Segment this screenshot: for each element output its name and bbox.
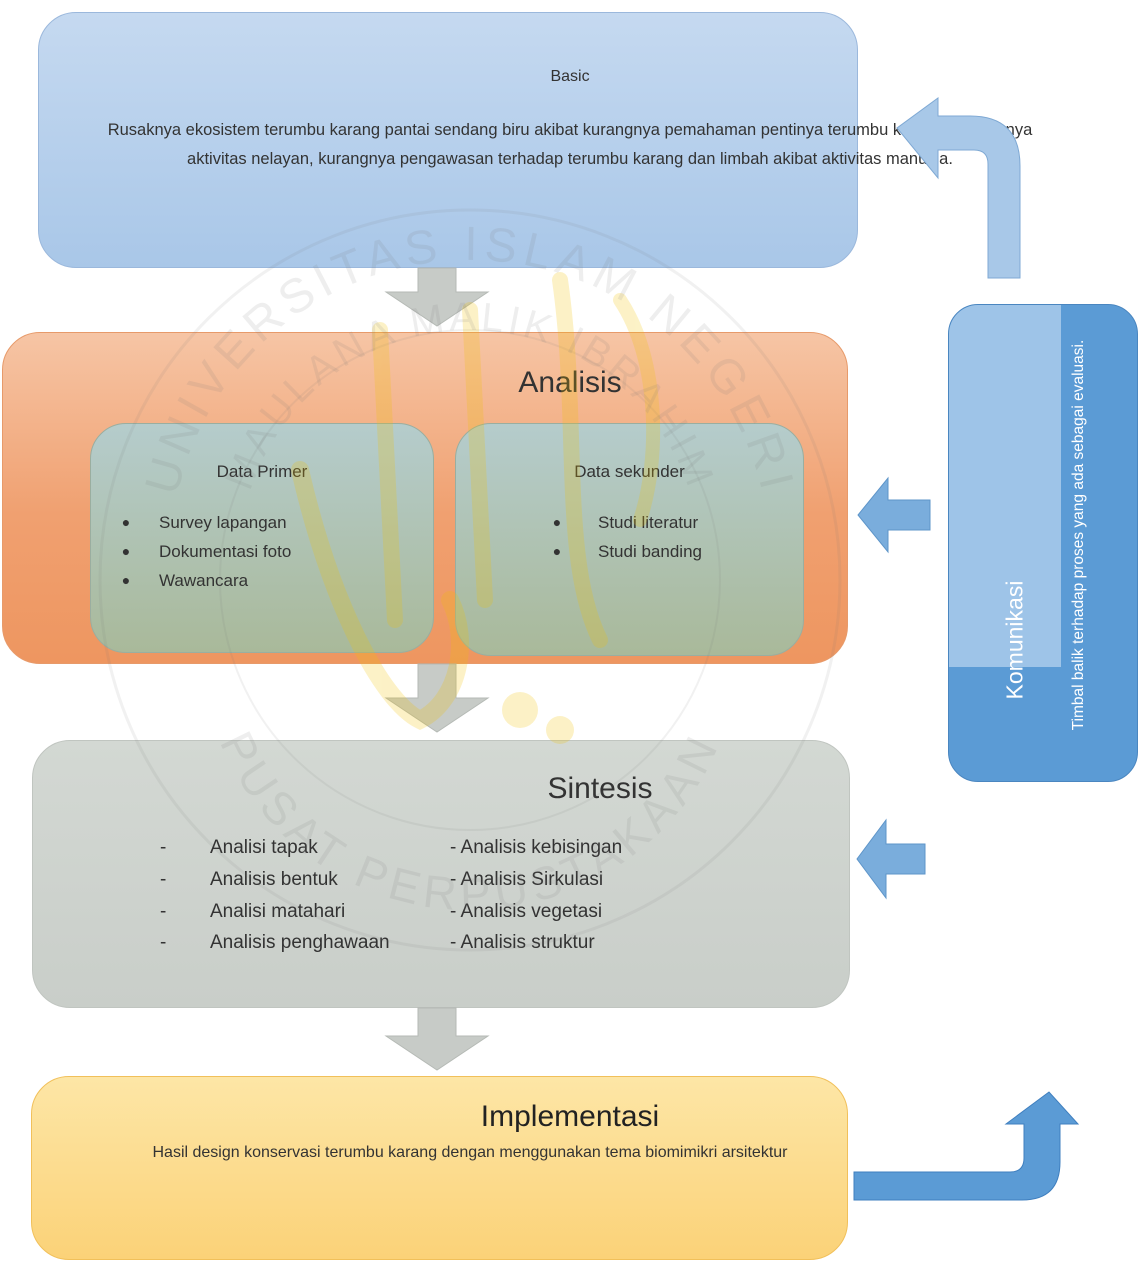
list-item-label: Survey lapangan bbox=[159, 513, 287, 532]
sintesis-item: - Analisis vegetasi bbox=[450, 901, 603, 922]
implementasi-description: Hasil design konservasi terumbu karang d… bbox=[152, 1144, 788, 1161]
sintesis-item: Analisis penghawaan bbox=[210, 932, 390, 953]
list-item: ● Survey lapangan bbox=[121, 508, 421, 537]
sintesis-item: - Analisis Sirkulasi bbox=[450, 869, 604, 890]
bullet-icon: ● bbox=[552, 543, 562, 559]
implementasi-title: Implementasi bbox=[480, 1100, 660, 1133]
down-arrow-icon bbox=[384, 1007, 490, 1071]
list-item: ● Studi literatur bbox=[552, 508, 792, 537]
bullet-icon: ● bbox=[121, 543, 131, 559]
basic-title: Basic bbox=[550, 68, 590, 85]
komunikasi-panel-highlight bbox=[949, 305, 1061, 667]
sintesis-item: Analisis bentuk bbox=[210, 869, 338, 890]
data-primer-box: Data Primer ● Survey lapangan ● Dokumentas… bbox=[90, 423, 434, 653]
data-sekunder-box: Data sekunder ● Studi literatur ● Studi ba… bbox=[455, 423, 804, 656]
bullet-icon: ● bbox=[121, 572, 131, 588]
list-item: ● Dokumentasi foto bbox=[121, 537, 421, 566]
implementasi-box bbox=[31, 1076, 848, 1260]
list-item-label: Dokumentasi foto bbox=[159, 542, 292, 561]
down-arrow-icon bbox=[384, 663, 490, 733]
data-sekunder-title: Data sekunder bbox=[574, 462, 685, 481]
dash-marker: - bbox=[160, 869, 167, 890]
list-item-label: Wawancara bbox=[159, 571, 249, 590]
bullet-icon: ● bbox=[121, 514, 131, 530]
dash-marker: - bbox=[160, 932, 167, 953]
data-sekunder-list: ● Studi literatur ● Studi banding bbox=[552, 508, 792, 566]
dash-marker: - bbox=[160, 837, 167, 858]
left-arrow-icon bbox=[857, 476, 931, 554]
basic-description: Rusaknya ekosistem terumbu karang pantai… bbox=[107, 121, 1033, 168]
data-primer-title: Data Primer bbox=[216, 462, 308, 481]
sintesis-item: - Analisis kebisingan bbox=[450, 837, 623, 858]
list-item-label: Studi literatur bbox=[598, 513, 699, 532]
sintesis-box bbox=[32, 740, 850, 1008]
down-arrow-icon bbox=[384, 267, 490, 327]
list-item-label: Studi banding bbox=[598, 542, 702, 561]
sintesis-item: Analisi tapak bbox=[210, 837, 318, 858]
basic-box bbox=[38, 12, 858, 268]
dash-marker: - bbox=[160, 901, 167, 922]
sintesis-item: - Analisis struktur bbox=[450, 932, 595, 953]
bullet-icon: ● bbox=[552, 514, 562, 530]
list-item: ● Studi banding bbox=[552, 537, 792, 566]
left-arrow-icon bbox=[856, 818, 926, 900]
sintesis-item: Analisi matahari bbox=[210, 901, 346, 922]
list-item: ● Wawancara bbox=[121, 566, 421, 595]
bent-up-arrow-icon bbox=[853, 1091, 1080, 1201]
analisis-title: Analisis bbox=[518, 366, 622, 399]
data-primer-list: ● Survey lapangan ● Dokumentasi foto ● Wawa… bbox=[121, 508, 421, 595]
curved-feedback-arrow-icon bbox=[896, 97, 1021, 279]
sintesis-title: Sintesis bbox=[547, 772, 653, 805]
